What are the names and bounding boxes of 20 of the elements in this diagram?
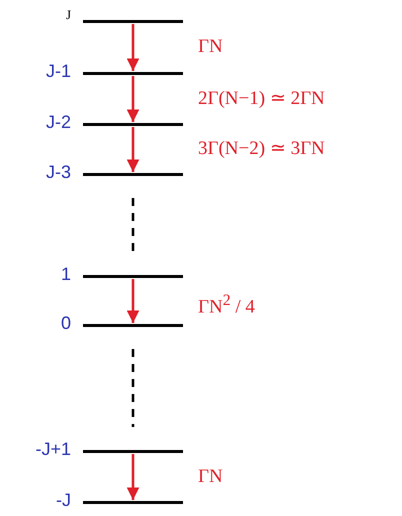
rate-label: 3Γ(N−2) ≃ 3ΓN bbox=[198, 138, 325, 160]
level-label: J bbox=[66, 6, 71, 24]
arrow bbox=[126, 76, 140, 122]
dashed-line bbox=[132, 349, 134, 427]
arrow bbox=[126, 24, 140, 71]
rate-label: ΓN$^{2}$ / 4 bbox=[198, 290, 255, 318]
rate-label: ΓN bbox=[198, 466, 223, 488]
level-label: 1 bbox=[60, 263, 71, 285]
rate-label: 2Γ(N−1) ≃ 2ΓN bbox=[198, 88, 325, 110]
arrow bbox=[126, 454, 140, 500]
level-label: J-3 bbox=[46, 161, 71, 183]
arrow bbox=[126, 279, 140, 323]
rate-label: ΓN bbox=[198, 36, 223, 58]
level-label: -J+1 bbox=[35, 438, 71, 460]
dashed-line bbox=[132, 198, 134, 252]
level-label: J-2 bbox=[46, 111, 71, 133]
level-label: J-1 bbox=[46, 60, 71, 82]
level-label: 0 bbox=[60, 312, 71, 334]
arrow bbox=[126, 127, 140, 172]
level-label: -J bbox=[56, 489, 71, 511]
